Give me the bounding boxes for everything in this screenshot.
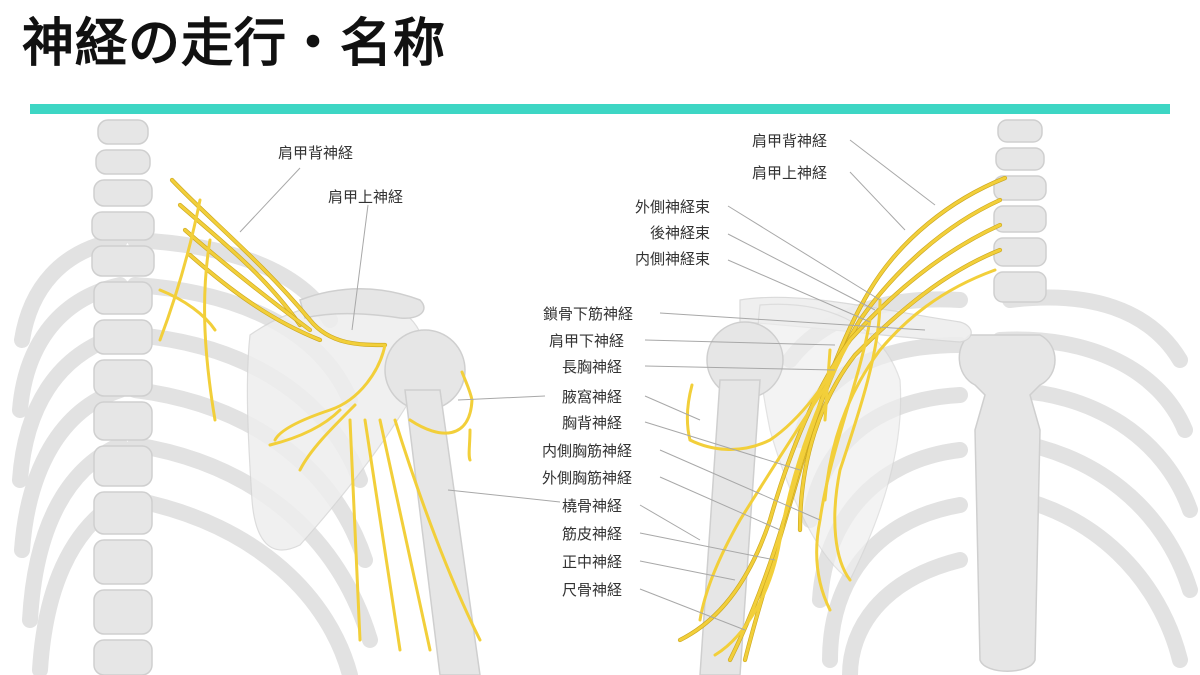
page-title: 神経の走行・名称 [22,14,447,74]
label-long-thoracic: 長胸神経 [562,358,623,376]
label-suprascapular-front: 肩甲上神経 [752,164,828,182]
label-musculocutaneous: 筋皮神経 [562,525,623,543]
label-axillary: 腋窩神経 [562,388,623,406]
label-posterior-cord: 後神経束 [650,224,711,242]
posterior-nerves [158,177,482,652]
label-medial-pectoral: 内側胸筋神経 [542,442,633,460]
sternum [958,334,1056,672]
humerus-anterior [699,321,784,675]
anterior-view [447,119,1198,675]
label-median: 正中神経 [562,553,623,571]
label-radial: 橈骨神経 [562,497,623,515]
label-thoracodorsal: 胸背神経 [562,414,623,432]
label-dorsal-scapular-front: 肩甲背神経 [752,132,828,150]
label-ulnar: 尺骨神経 [562,581,623,599]
label-subscapular: 肩甲下神経 [549,332,625,350]
anterior-leaders [447,139,936,631]
leader-dorsal-scapular-back [239,167,301,233]
label-medial-cord: 内側神経束 [635,250,711,268]
title-underline [30,104,1170,114]
label-suprascapular-back: 肩甲上神経 [328,188,404,206]
leader-suprascapular-back [351,204,369,331]
label-lateral-cord: 外側神経束 [635,198,711,216]
anterior-nerves [677,175,1008,663]
anterior-spine [993,119,1047,303]
label-lateral-pectoral: 外側胸筋神経 [542,469,633,487]
label-subclavius: 鎖骨下筋神経 [543,305,634,323]
label-dorsal-scapular-back: 肩甲背神経 [278,144,354,162]
posterior-view [12,119,482,675]
nerve-anatomy-figure: .bone { fill: #e6e6e6; stroke: #cfcfcf; … [12,119,1198,675]
posterior-spine [91,119,155,675]
acromion-posterior [299,288,425,319]
